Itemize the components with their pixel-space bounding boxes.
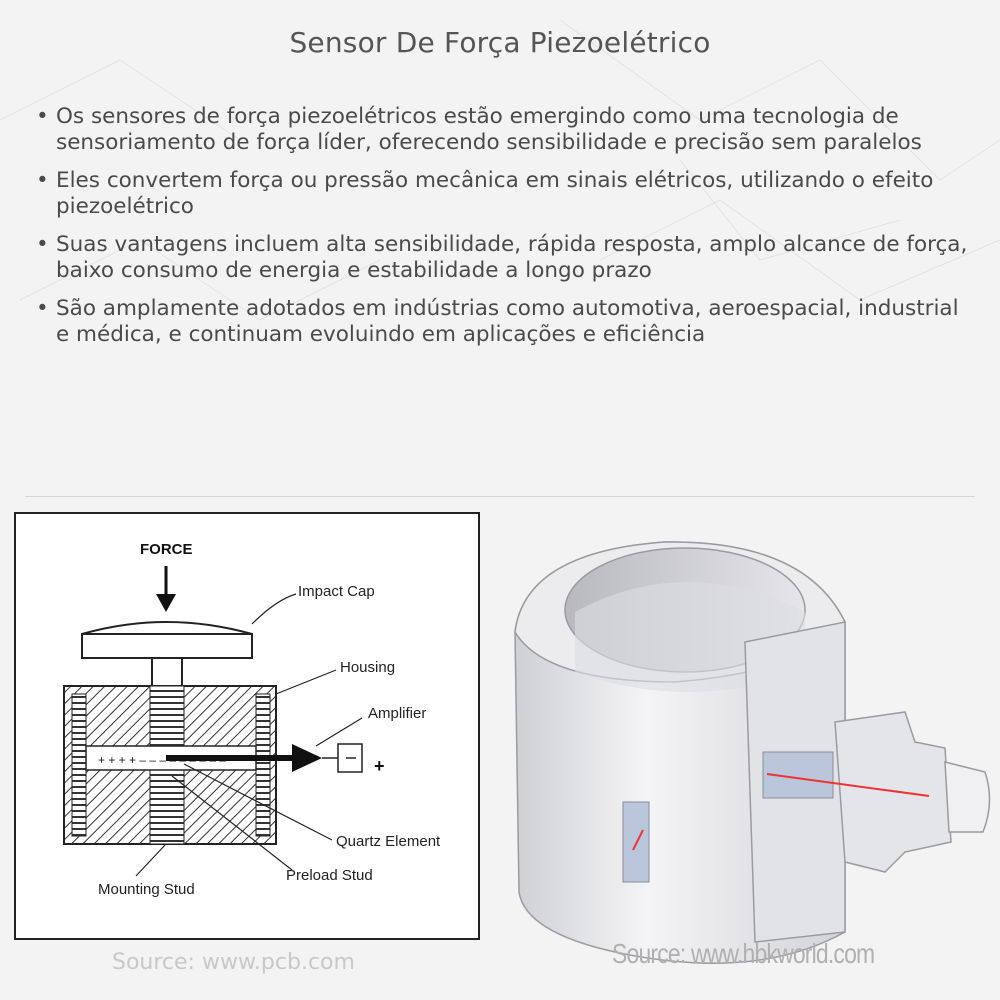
bullet-text: Os sensores de força piezoelétricos estã…: [56, 104, 922, 155]
preload-stud-label: Preload Stud: [286, 867, 373, 884]
mounting-stud-label: Mounting Stud: [98, 881, 195, 898]
quartz-element-label: Quartz Element: [336, 833, 441, 850]
background-pattern: [0, 19, 1000, 321]
force-label: FORCE: [140, 541, 193, 558]
impact-cap: [81, 621, 253, 659]
bullet-dot: •: [36, 168, 49, 193]
page-title: Sensor De Força Piezoelétrico: [289, 26, 711, 59]
bullet-text: Eles convertem força ou pressão mecânica…: [56, 168, 934, 219]
bullet-dot: •: [36, 296, 49, 321]
amplifier-label: Amplifier: [368, 705, 426, 722]
divider: [25, 496, 975, 497]
bullet-dot: •: [36, 104, 49, 129]
force-arrow-icon: [156, 566, 176, 612]
bullet-item: • Os sensores de força piezoelétricos est…: [34, 104, 974, 156]
cap-stem: [151, 657, 183, 687]
housing-label: Housing: [340, 659, 395, 676]
bullet-text: Suas vantagens incluem alta sensibilidad…: [56, 232, 968, 283]
ring-sensor-cutaway-image: [505, 512, 995, 982]
housing: + + + + ‒ ‒ ‒ ‒ ‒ ‒ ‒ ‒ ‒: [63, 685, 277, 845]
source-credit-right: Source: www.hbkworld.com: [612, 938, 875, 969]
bullet-dot: •: [36, 232, 49, 257]
impact-cap-label: Impact Cap: [298, 583, 375, 600]
leader-lines: [135, 593, 363, 877]
bullet-item: • São amplamente adotados em indústrias c…: [34, 296, 974, 348]
source-credit-left: Source: www.pcb.com: [112, 950, 355, 975]
bullet-text: São amplamente adotados em indústrias co…: [56, 296, 959, 347]
connector: [834, 711, 991, 873]
diagram-svg: FORCE + + + + ‒ ‒ ‒ ‒ ‒ ‒ ‒ ‒ ‒: [63, 541, 441, 898]
plus-sign: +: [374, 756, 385, 776]
bullet-item: • Eles convertem força ou pressão mecânic…: [34, 168, 974, 220]
bullet-item: • Suas vantagens incluem alta sensibilida…: [34, 232, 974, 284]
cutaway-svg: [514, 541, 991, 964]
amplifier-icon: [322, 743, 363, 773]
bullet-list: • Os sensores de força piezoelétricos est…: [34, 104, 974, 360]
signal-wire: [766, 773, 930, 797]
signal-arrow-icon: [292, 744, 322, 772]
sensor-cross-section-diagram: FORCE + + + + ‒ ‒ ‒ ‒ ‒ ‒ ‒ ‒ ‒: [14, 512, 480, 940]
